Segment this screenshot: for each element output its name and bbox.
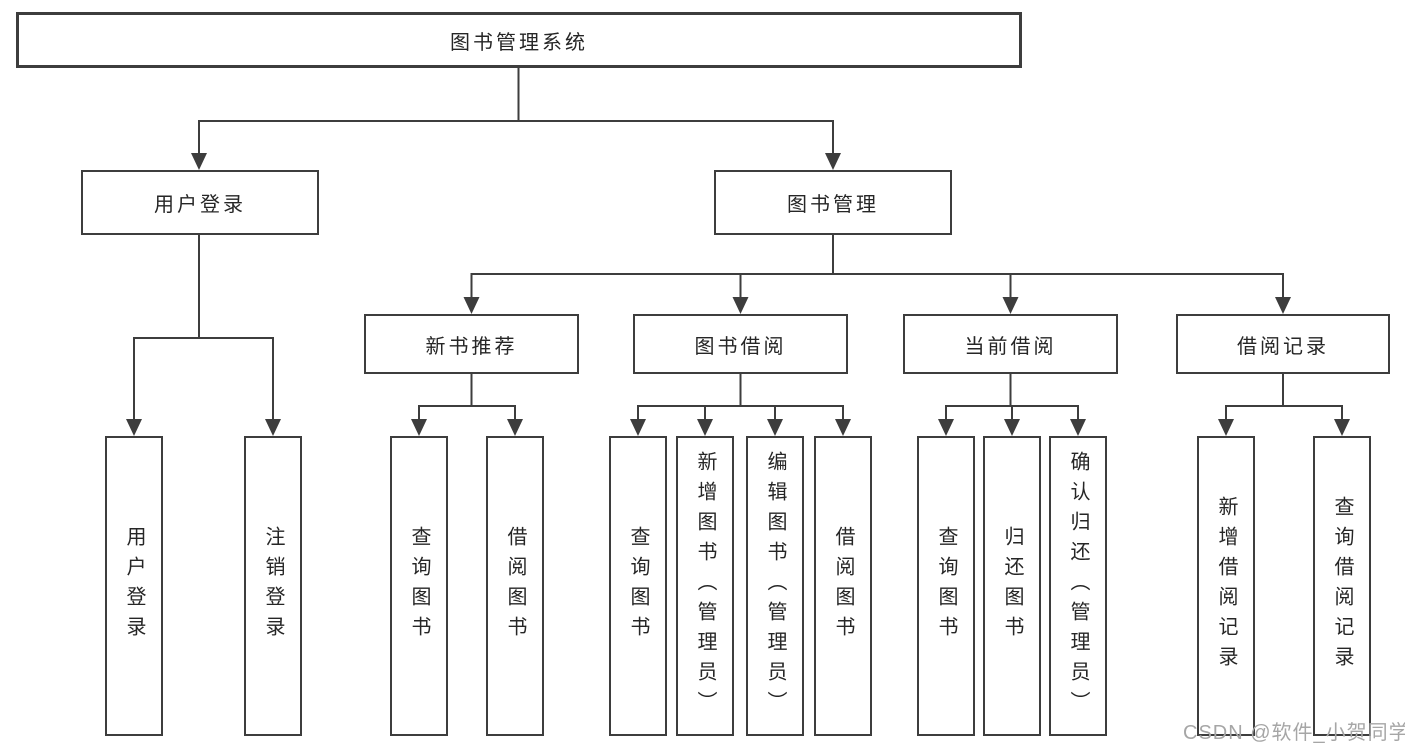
node-current-borrow: 当前借阅 (903, 314, 1118, 374)
leaf-confirm-return-admin-label: 确认归还（管理员） (1067, 451, 1089, 721)
leaf-add-borrow-record: 新增借阅记录 (1197, 436, 1255, 736)
node-book-borrow: 图书借阅 (633, 314, 848, 374)
node-new-book-recommend-label: 新书推荐 (425, 335, 518, 358)
leaf-user-login: 用户登录 (105, 436, 163, 736)
node-book-management-label: 图书管理 (787, 194, 879, 216)
leaf-current-query-books: 查询图书 (917, 436, 975, 736)
leaf-borrow-books-label: 借阅图书 (832, 526, 854, 646)
node-new-book-recommend: 新书推荐 (364, 314, 579, 374)
leaf-current-query-books-label: 查询图书 (935, 526, 957, 646)
leaf-recommend-borrow-books-label: 借阅图书 (504, 526, 526, 646)
node-user-login: 用户登录 (81, 170, 319, 235)
node-current-borrow-label: 当前借阅 (964, 335, 1057, 358)
leaf-user-login-label: 用户登录 (123, 526, 145, 646)
node-root: 图书管理系统 (16, 12, 1022, 68)
leaf-borrow-query-books: 查询图书 (609, 436, 667, 736)
leaf-return-books-label: 归还图书 (1001, 526, 1023, 646)
node-borrow-records: 借阅记录 (1176, 314, 1390, 374)
leaf-edit-books-admin-label: 编辑图书（管理员） (764, 451, 786, 721)
leaf-add-books-admin: 新增图书（管理员） (676, 436, 734, 736)
leaf-edit-books-admin: 编辑图书（管理员） (746, 436, 804, 736)
node-borrow-records-label: 借阅记录 (1237, 335, 1329, 358)
leaf-logout: 注销登录 (244, 436, 302, 736)
leaf-recommend-query-books-label: 查询图书 (408, 526, 430, 646)
leaf-return-books: 归还图书 (983, 436, 1041, 736)
node-book-borrow-label: 图书借阅 (694, 335, 787, 358)
connector-segments (133, 68, 1343, 421)
leaf-logout-label: 注销登录 (262, 526, 284, 646)
leaf-borrow-query-books-label: 查询图书 (627, 526, 649, 646)
leaf-recommend-borrow-books: 借阅图书 (486, 436, 544, 736)
leaf-add-borrow-record-label: 新增借阅记录 (1215, 496, 1237, 676)
csdn-watermark: CSDN @软件_小贺同学 (1183, 722, 1405, 744)
node-book-management: 图书管理 (714, 170, 952, 235)
node-root-label: 图书管理系统 (450, 31, 588, 54)
leaf-borrow-books: 借阅图书 (814, 436, 872, 736)
leaf-recommend-query-books: 查询图书 (390, 436, 448, 736)
leaf-query-borrow-record: 查询借阅记录 (1313, 436, 1371, 736)
leaf-query-borrow-record-label: 查询借阅记录 (1331, 496, 1353, 676)
leaf-add-books-admin-label: 新增图书（管理员） (694, 451, 716, 721)
node-user-login-label: 用户登录 (154, 194, 246, 216)
leaf-confirm-return-admin: 确认归还（管理员） (1049, 436, 1107, 736)
